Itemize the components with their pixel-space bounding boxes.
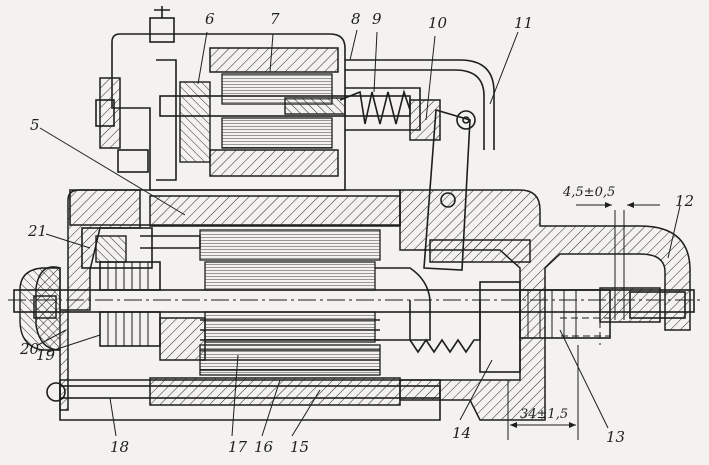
solenoid-relay [95, 6, 495, 191]
callout-8: 8 [351, 10, 361, 28]
dimension-gap-text: 4,5±0,5 [562, 185, 615, 200]
callout-17: 17 [228, 438, 248, 456]
callout-21: 21 [27, 222, 47, 240]
through-bolt [46, 382, 441, 402]
callout-12: 12 [675, 192, 694, 210]
callout-5: 5 [30, 116, 40, 134]
leader-lines [37, 29, 681, 437]
callout-19: 19 [36, 346, 56, 364]
armature-core [159, 261, 431, 371]
overrunning-clutch [409, 239, 611, 373]
callout-7: 7 [270, 10, 280, 28]
commutator [99, 261, 161, 347]
callout-16: 16 [254, 438, 274, 456]
callout-labels: 5 6 7 8 9 10 11 12 13 14 15 16 17 18 19 … [19, 10, 694, 456]
drive-end-housing [399, 189, 691, 421]
dimension-length-text: 34±1,5 [520, 407, 568, 422]
callout-14: 14 [452, 424, 471, 442]
callout-9: 9 [372, 10, 382, 28]
armature-shaft [8, 289, 700, 313]
callout-13: 13 [606, 428, 625, 446]
callout-11: 11 [514, 14, 533, 32]
dimension-gap: 4,5±0,5 [562, 185, 660, 320]
callout-18: 18 [110, 438, 129, 456]
dimension-length: 34±1,5 [507, 345, 579, 440]
callout-15: 15 [290, 438, 309, 456]
callout-20: 20 [19, 340, 40, 358]
flywheel-ring-outline [560, 310, 611, 345]
callout-10: 10 [428, 14, 448, 32]
callout-6: 6 [205, 10, 215, 28]
